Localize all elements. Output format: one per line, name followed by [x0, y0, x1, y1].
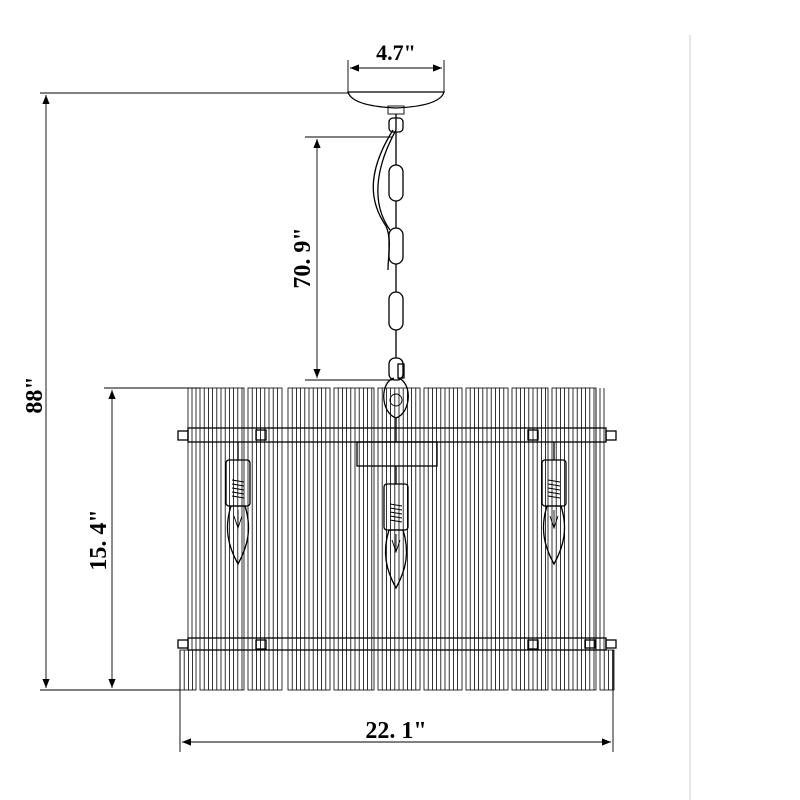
overall-height-dimension: 88" [22, 92, 348, 691]
shade-width-label: 22. 1" [365, 718, 426, 744]
rod-panel [599, 649, 615, 691]
rod-panel [511, 387, 549, 691]
rod-panel [333, 387, 375, 691]
ceiling-canopy [347, 91, 445, 115]
shade-height-dimension: 15. 4" [86, 387, 200, 691]
candle-bulb [542, 505, 566, 566]
shade-width-dimension: 22. 1" [179, 650, 614, 752]
canopy-width-dimension: 4.7" [347, 40, 445, 92]
canopy-width-label: 4.7" [376, 40, 416, 65]
rod-panel [423, 387, 463, 691]
shade-frame [177, 418, 617, 651]
chain-length-label: 70. 9" [290, 227, 316, 288]
chain [372, 114, 409, 419]
candle-bulb [384, 529, 408, 590]
candle-socket [383, 466, 409, 590]
candle-socket [541, 442, 567, 566]
candle-lights [225, 442, 567, 590]
rod-panel [199, 387, 245, 691]
overall-height-label: 88" [22, 376, 48, 413]
chain-length-dimension: 70. 9" [290, 136, 392, 381]
candle-socket [225, 442, 251, 566]
glass-rod-shade [179, 387, 615, 691]
shade-height-label: 15. 4" [86, 509, 112, 570]
candle-bulb [226, 505, 250, 566]
